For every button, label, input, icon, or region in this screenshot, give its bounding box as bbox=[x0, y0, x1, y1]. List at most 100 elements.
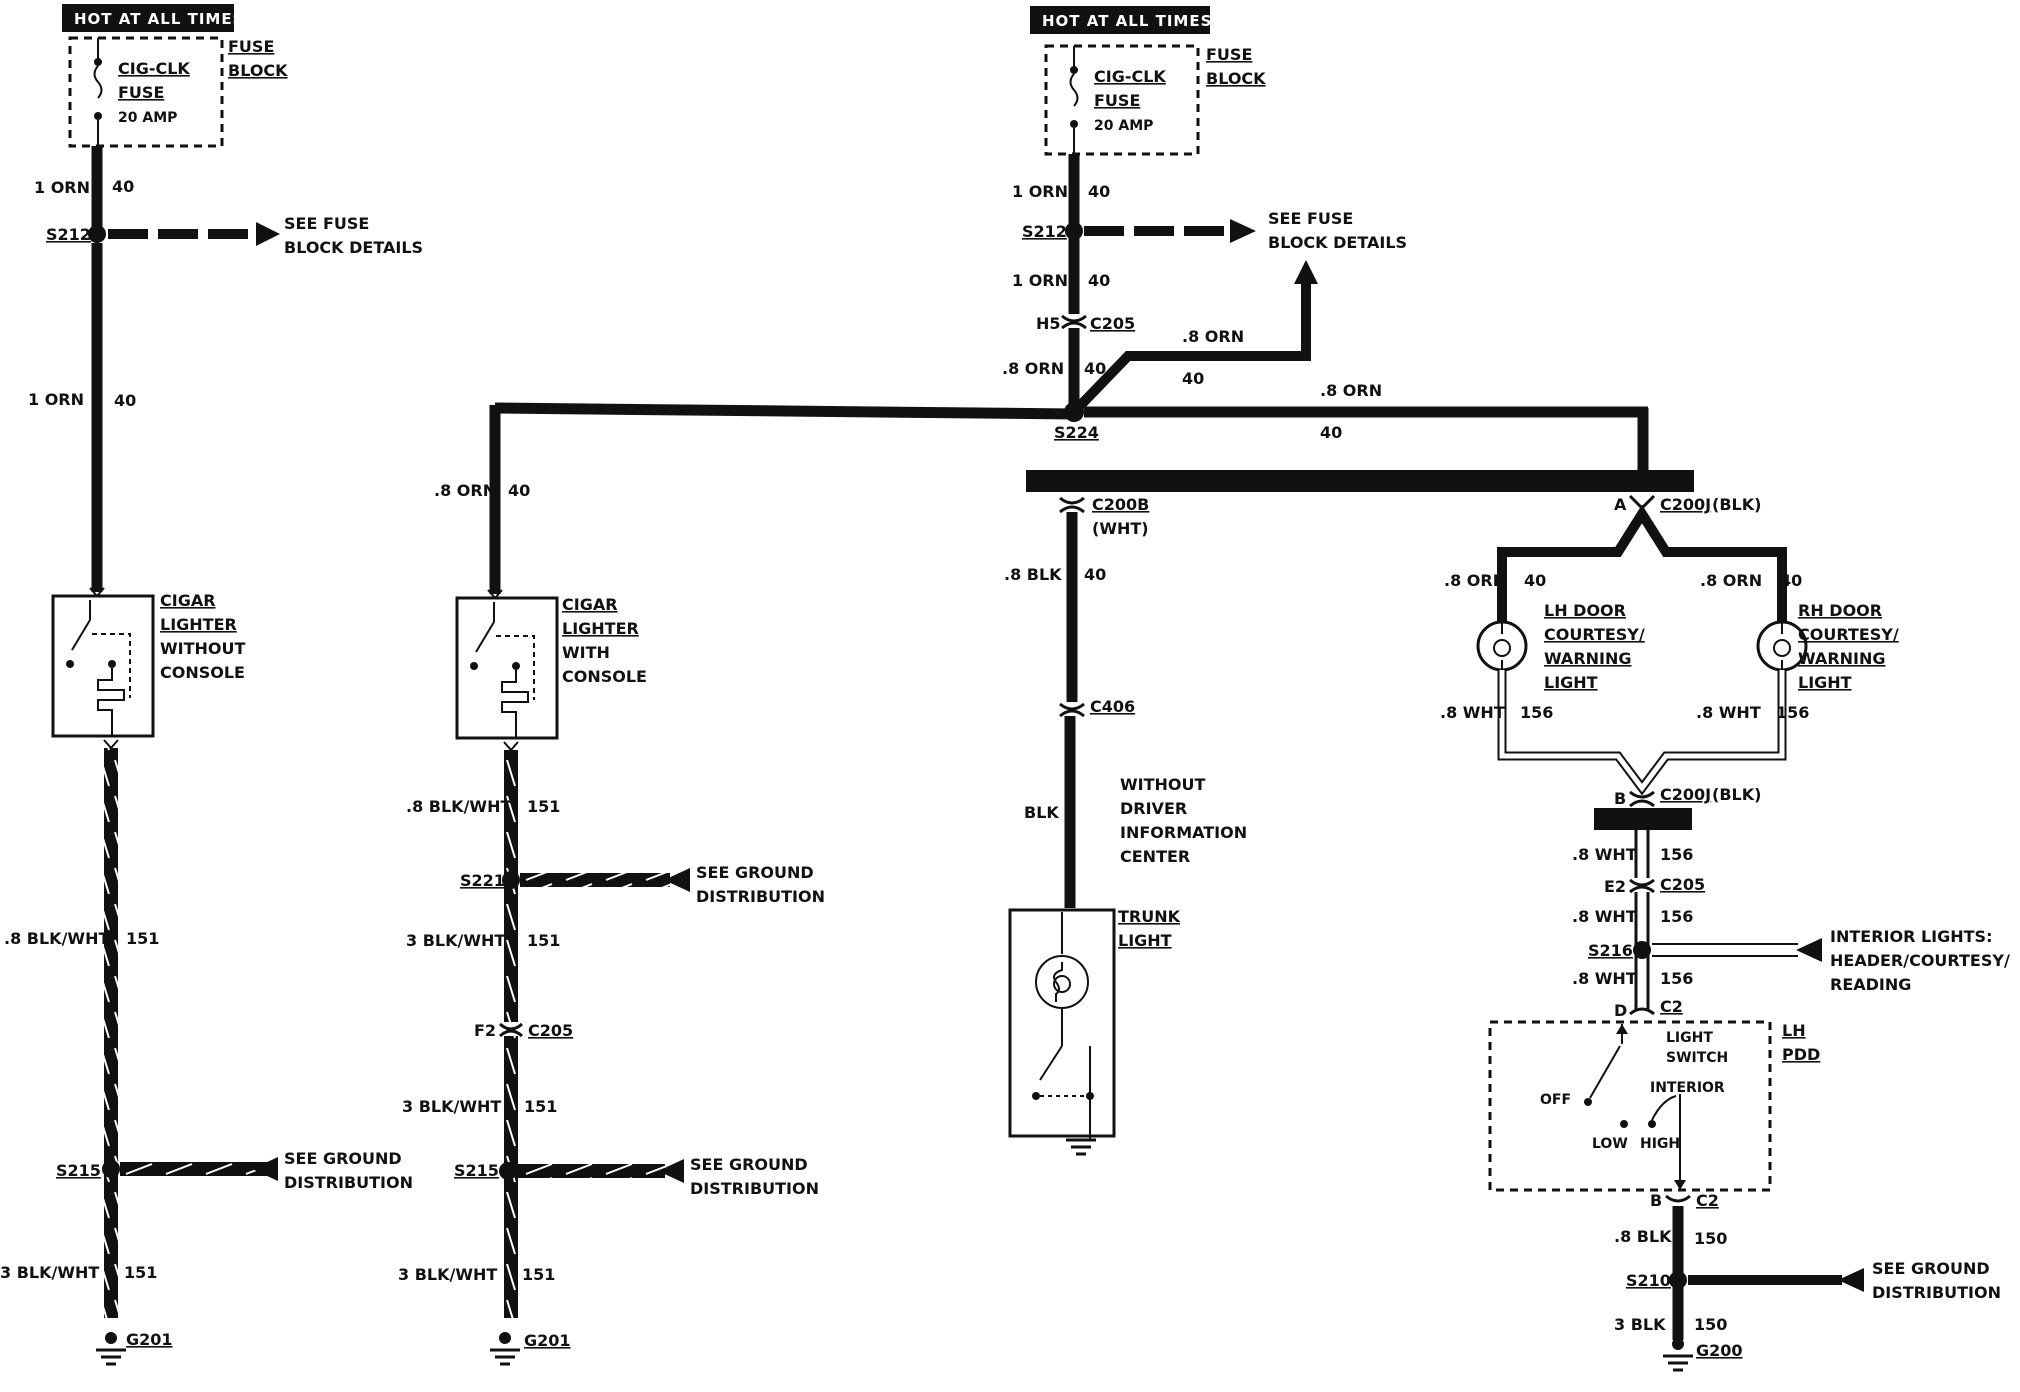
switch-label: HIGH bbox=[1640, 1136, 1680, 1152]
connector-icon bbox=[1059, 496, 1085, 505]
component-label: WARNING bbox=[1544, 649, 1632, 668]
connector-icon bbox=[1059, 709, 1085, 718]
ground-label: G201 bbox=[524, 1331, 571, 1350]
fuse-terminal bbox=[1070, 66, 1078, 74]
component-label: CONSOLE bbox=[562, 667, 647, 686]
arrow-icon bbox=[1616, 1024, 1628, 1034]
arrow-icon bbox=[256, 222, 280, 246]
splice-label: S212 bbox=[46, 225, 91, 244]
circuit-number: 40 bbox=[1088, 271, 1110, 290]
ref-text: BLOCK DETAILS bbox=[1268, 233, 1407, 252]
component-label: WARNING bbox=[1798, 649, 1886, 668]
column-cigar-no-console: HOT AT ALL TIMES CIG-CLK FUSE 20 AMP FUS… bbox=[0, 4, 423, 1366]
component-label: WITH bbox=[562, 643, 610, 662]
wire-label: 1 ORN bbox=[34, 178, 90, 197]
fuse-name: CIG-CLK bbox=[118, 59, 190, 78]
circuit-number: 150 bbox=[1694, 1229, 1727, 1248]
circuit-number: 40 bbox=[1084, 565, 1106, 584]
arrow-icon bbox=[1674, 1180, 1686, 1190]
component-label: WITHOUT bbox=[160, 639, 246, 658]
circuit-number: 151 bbox=[527, 931, 560, 950]
fuse-block-label: BLOCK bbox=[228, 61, 288, 80]
splice-label: S216 bbox=[1588, 941, 1633, 960]
switch-contact bbox=[1039, 1045, 1063, 1081]
component-label: CONSOLE bbox=[160, 663, 245, 682]
switch-label: SWITCH bbox=[1666, 1050, 1728, 1066]
component-label: CIGAR bbox=[160, 591, 216, 610]
pin-label: B bbox=[1614, 789, 1626, 808]
switch-contact bbox=[1589, 1045, 1621, 1099]
connector-label: C200B bbox=[1092, 495, 1149, 514]
ref-text: SEE GROUND bbox=[690, 1155, 808, 1174]
connector-label: C205 bbox=[528, 1021, 573, 1040]
switch-contact bbox=[475, 621, 495, 653]
connector-color: (WHT) bbox=[1092, 519, 1149, 538]
connector-bus-c200j bbox=[1594, 808, 1692, 830]
component-label: PDD bbox=[1782, 1045, 1820, 1064]
wire-label: 3 BLK/WHT bbox=[0, 1263, 99, 1282]
component-label: COURTESY/ bbox=[1798, 625, 1899, 644]
splice-s224 bbox=[1064, 402, 1084, 422]
connector-icon bbox=[498, 1022, 524, 1031]
splice-label: S212 bbox=[1022, 222, 1067, 241]
circuit-number: 156 bbox=[1776, 703, 1809, 722]
wire-label: .8 ORN bbox=[1700, 571, 1762, 590]
connector-icon bbox=[103, 739, 119, 750]
switch-terminal bbox=[512, 662, 520, 670]
pin-label: H5 bbox=[1036, 314, 1061, 333]
switch-terminal bbox=[108, 660, 116, 668]
component-label: RH DOOR bbox=[1798, 601, 1882, 620]
component-label: CIGAR bbox=[562, 595, 618, 614]
bulb-icon bbox=[1053, 975, 1071, 993]
connector-icon bbox=[1629, 885, 1655, 894]
connector-icon bbox=[1629, 799, 1655, 808]
component-label: LIGHT bbox=[1544, 673, 1598, 692]
wire-label: 3 BLK/WHT bbox=[406, 931, 505, 950]
component-label: TRUNK bbox=[1118, 907, 1181, 926]
circuit-number: 40 bbox=[1088, 182, 1110, 201]
splice-label: S215 bbox=[56, 1161, 101, 1180]
fuse-icon bbox=[1069, 73, 1079, 107]
hot-label: HOT AT ALL TIMES bbox=[74, 10, 244, 28]
wire-label: .8 ORN bbox=[1002, 359, 1064, 378]
splice-s221 bbox=[502, 871, 520, 889]
splice-s212 bbox=[1065, 222, 1083, 240]
fuse-terminal bbox=[94, 58, 102, 66]
circuit-number: 156 bbox=[1520, 703, 1553, 722]
splice-s216 bbox=[1633, 941, 1651, 959]
ref-text: SEE GROUND bbox=[696, 863, 814, 882]
wire-label: BLK bbox=[1024, 803, 1059, 822]
switch-label: OFF bbox=[1540, 1092, 1571, 1108]
wire-label: .8 BLK/WHT bbox=[4, 929, 109, 948]
splice-s212 bbox=[88, 225, 106, 243]
circuit-number: 151 bbox=[524, 1097, 557, 1116]
connector-label: C406 bbox=[1090, 697, 1135, 716]
ref-text: SEE GROUND bbox=[1872, 1259, 1990, 1278]
fuse-name: FUSE bbox=[1094, 91, 1140, 110]
switch-terminal bbox=[1648, 1120, 1656, 1128]
circuit-number: 151 bbox=[124, 1263, 157, 1282]
fuse-name: CIG-CLK bbox=[1094, 67, 1166, 86]
circuit-number: 150 bbox=[1694, 1315, 1727, 1334]
ref-text: HEADER/COURTESY/ bbox=[1830, 951, 2010, 970]
connector-label: C200J bbox=[1660, 785, 1711, 804]
component-label: LH DOOR bbox=[1544, 601, 1626, 620]
wire-label: 1 ORN bbox=[28, 390, 84, 409]
dashed-link bbox=[496, 635, 535, 700]
wire-label: .8 ORN bbox=[434, 481, 496, 500]
wire-label: .8 ORN bbox=[1444, 571, 1506, 590]
circuit-number: 40 bbox=[1524, 571, 1546, 590]
ref-wire bbox=[120, 1162, 270, 1176]
circuit-number: 40 bbox=[1780, 571, 1802, 590]
lh-pdd-box bbox=[1488, 1020, 1772, 1192]
column-cigar-with-console: .8 ORN 40 CIGAR LIGHTER WITH CONSOLE .8 … bbox=[398, 402, 1076, 1366]
component-label: LIGHTER bbox=[562, 619, 639, 638]
wire-label: .8 ORN bbox=[1182, 327, 1244, 346]
component-label: LIGHTER bbox=[160, 615, 237, 634]
wire-label: .8 BLK/WHT bbox=[406, 797, 511, 816]
ref-text: DISTRIBUTION bbox=[284, 1173, 413, 1192]
switch-terminal bbox=[66, 660, 74, 668]
splice-s210 bbox=[1669, 1271, 1687, 1289]
switch-terminal bbox=[1620, 1120, 1628, 1128]
